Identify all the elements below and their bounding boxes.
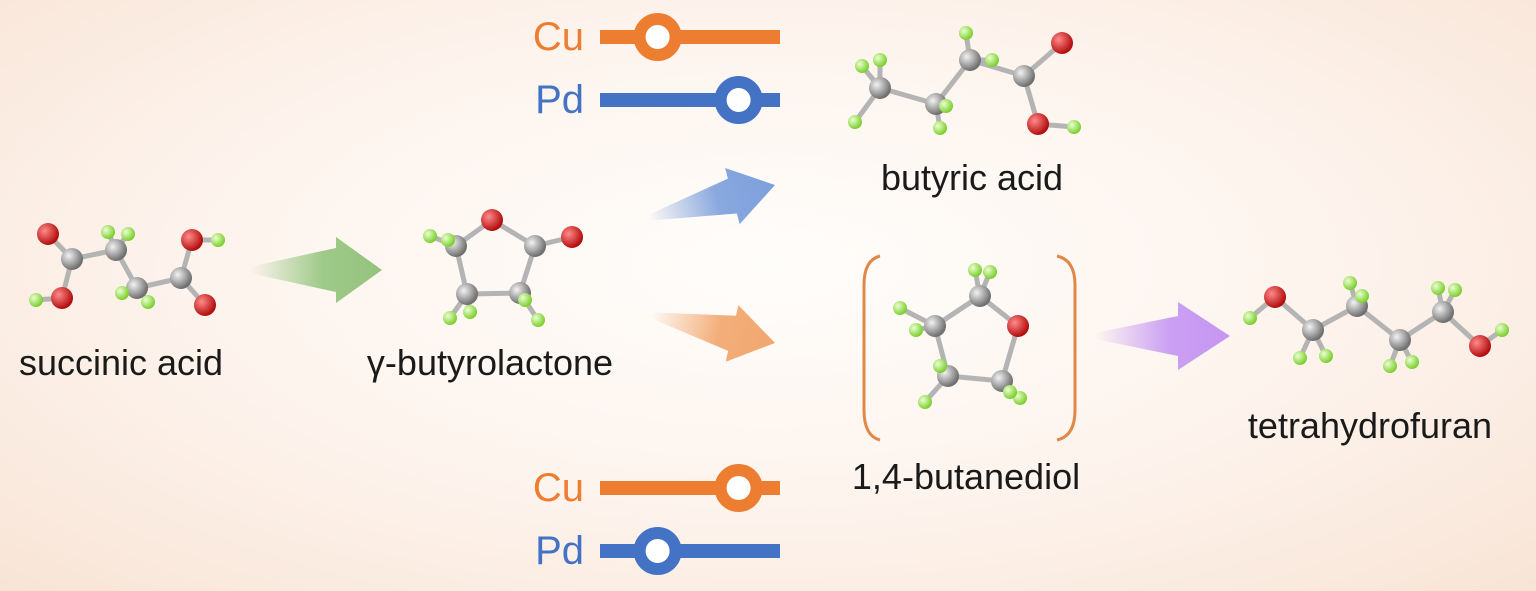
slider-knob: [633, 527, 682, 575]
hydrogen-atom: [985, 53, 999, 67]
cu-label-top: Cu: [532, 15, 584, 59]
oxygen-atom: [1469, 335, 1491, 357]
pd-label-top: Pd: [535, 78, 584, 122]
carbon-atom: [969, 285, 991, 307]
carbon-atom: [924, 315, 946, 337]
hydrogen-atom: [855, 59, 869, 73]
slider-knob: [714, 464, 763, 512]
slider-knob: [633, 13, 682, 61]
left-bracket: [862, 254, 881, 442]
hydrogen-atom: [1405, 355, 1419, 369]
hydrogen-atom: [211, 233, 225, 247]
hydrogen-atom: [518, 293, 532, 307]
carbon-atom: [1302, 319, 1324, 341]
carbon-atom: [869, 77, 891, 99]
hydrogen-atom: [1383, 359, 1397, 373]
succinic-acid-molecule: [29, 223, 225, 316]
oxygen-atom: [194, 294, 216, 316]
oxygen-atom: [1027, 113, 1049, 135]
tetrahydrofuran-molecule: [1243, 276, 1509, 373]
hydrogen-atom: [463, 305, 477, 319]
succinic-to-gbl-arrow: [250, 237, 382, 303]
hydrogen-atom: [1003, 385, 1017, 399]
hydrogen-atom: [1448, 283, 1462, 297]
butanediol-label: 1,4-butanediol: [851, 456, 1081, 497]
oxygen-atom: [181, 229, 203, 251]
hydrogen-atom: [531, 313, 545, 327]
hydrogen-atom: [1293, 351, 1307, 365]
gamma-butyrolactone-label: γ-butyrolactone: [366, 342, 614, 383]
hydrogen-atom: [1319, 349, 1333, 363]
carbon-atom: [456, 283, 478, 305]
gamma-butyrolactone-molecule: [423, 209, 583, 327]
hydrogen-atom: [909, 323, 923, 337]
oxygen-atom: [1264, 286, 1286, 308]
butanediol-to-thf-arrow: [1095, 302, 1230, 370]
hydrogen-atom: [101, 225, 115, 239]
hydrogen-atom: [893, 301, 907, 315]
hydrogen-atom: [443, 311, 457, 325]
oxygen-atom: [1051, 32, 1073, 54]
right-bracket: [1056, 254, 1077, 442]
hydrogen-atom: [29, 293, 43, 307]
gbl-to-butanediol-arrow: [649, 305, 775, 362]
butanediol-ring-molecule: [893, 263, 1029, 409]
hydrogen-atom: [121, 227, 135, 241]
hydrogen-atom: [959, 26, 973, 40]
carbon-atom: [1432, 301, 1454, 323]
hydrogen-atom: [873, 53, 887, 67]
oxygen-atom: [1007, 315, 1029, 337]
oxygen-atom: [481, 209, 503, 231]
hydrogen-atom: [1431, 281, 1445, 295]
hydrogen-atom: [933, 359, 947, 373]
oxygen-atom: [51, 287, 73, 309]
cu-label-bottom: Cu: [532, 466, 584, 510]
hydrogen-atom: [848, 115, 862, 129]
slider-cu-top: [600, 13, 780, 61]
hydrogen-atom: [983, 265, 997, 279]
hydrogen-atom: [939, 99, 953, 113]
carbon-atom: [959, 49, 981, 71]
slider-knob: [714, 76, 763, 124]
carbon-atom: [170, 267, 192, 289]
tetrahydrofuran-label: tetrahydrofuran: [1247, 405, 1493, 446]
slider-pd-bottom: [600, 527, 780, 575]
hydrogen-atom: [441, 233, 455, 247]
butyric-acid-label: butyric acid: [880, 157, 1064, 198]
butyric-acid-molecule: [848, 26, 1081, 135]
slider-cu-bottom: [600, 464, 780, 512]
carbon-atom: [524, 235, 546, 257]
hydrogen-atom: [423, 229, 437, 243]
hydrogen-atom: [1243, 311, 1257, 325]
hydrogen-atom: [918, 395, 932, 409]
hydrogen-atom: [933, 121, 947, 135]
hydrogen-atom: [968, 263, 982, 277]
succinic-acid-label: succinic acid: [18, 342, 224, 383]
hydrogen-atom: [1495, 323, 1509, 337]
carbon-atom: [105, 239, 127, 261]
carbon-atom: [61, 248, 83, 270]
hydrogen-atom: [115, 286, 129, 300]
slider-pd-top: [600, 76, 780, 124]
pd-label-bottom: Pd: [535, 529, 584, 573]
hydrogen-atom: [1067, 120, 1081, 134]
oxygen-atom: [37, 223, 59, 245]
carbon-atom: [126, 277, 148, 299]
oxygen-atom: [561, 226, 583, 248]
hydrogen-atom: [1355, 289, 1369, 303]
carbon-atom: [1013, 65, 1035, 87]
hydrogen-atom: [1343, 276, 1357, 290]
carbon-atom: [1389, 329, 1411, 351]
hydrogen-atom: [141, 295, 155, 309]
gbl-to-butyric-arrow: [647, 168, 775, 225]
